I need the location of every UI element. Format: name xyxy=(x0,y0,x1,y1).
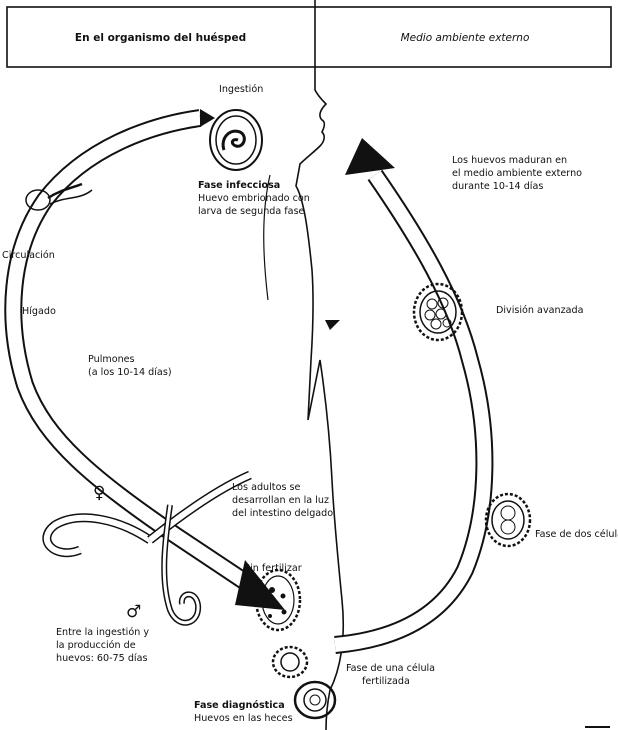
adults-line1: Los adultos se xyxy=(232,482,300,494)
period-line2: la producción de xyxy=(56,640,136,652)
lungs-line1: Pulmones xyxy=(88,354,135,366)
adults-line2: desarrollan en la luz xyxy=(232,495,329,507)
diagnostic-phase-title: Fase diagnóstica xyxy=(194,700,285,712)
circulation-label: Circulación xyxy=(2,250,55,262)
human-silhouette xyxy=(296,67,343,730)
adult-worms xyxy=(47,475,250,623)
period-line3: huevos: 60-75 días xyxy=(56,653,147,665)
advanced-division-label: División avanzada xyxy=(496,305,583,317)
female-symbol-icon: ♀ xyxy=(93,485,105,502)
period-line1: Entre la ingestión y xyxy=(56,627,149,639)
two-cell-label: Fase de dos células xyxy=(535,529,618,541)
external-arrow-inner xyxy=(335,175,484,645)
one-cell-line2: fertilizada xyxy=(362,676,410,688)
unfertilized-label: Sin fertilizar xyxy=(244,563,302,575)
liver-label: Hígado xyxy=(22,306,56,318)
infective-phase-title: Fase infecciosa xyxy=(198,180,280,192)
diagnostic-phase-line: Huevos en las heces xyxy=(194,713,293,725)
one-cell-line1: Fase de una célula xyxy=(346,663,435,675)
infective-egg xyxy=(210,110,262,170)
male-symbol-icon: ♂ xyxy=(126,604,141,621)
two-cell-egg xyxy=(486,494,530,546)
ingestion-label: Ingestión xyxy=(219,84,263,96)
unfertilized-egg xyxy=(256,570,300,630)
header-frame xyxy=(7,7,611,67)
eggs-mature-line1: Los huevos maduran en xyxy=(452,155,567,167)
adults-line3: del intestino delgado xyxy=(232,508,333,520)
external-arrowhead xyxy=(345,138,395,175)
lungs-line2: (a los 10-14 días) xyxy=(88,367,172,379)
infective-phase-line1: Huevo embrionado con xyxy=(198,193,310,205)
eggs-mature-line3: durante 10-14 días xyxy=(452,181,543,193)
intestine-arrow xyxy=(325,320,340,330)
eggs-mature-line2: el medio ambiente externo xyxy=(452,168,582,180)
infective-phase-line2: larva de segunda fase xyxy=(198,206,304,218)
